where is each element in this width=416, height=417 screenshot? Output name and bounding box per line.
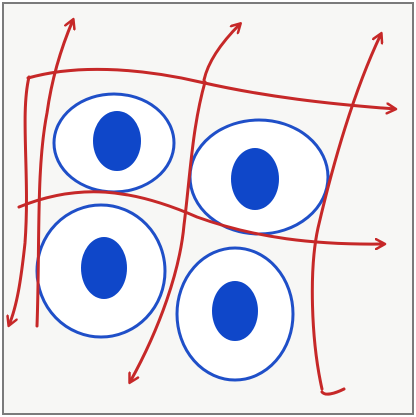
cell-nucleus [93,111,141,171]
cell-top-right [190,120,328,234]
cell-bottom-right [177,248,293,380]
cell-nucleus [212,281,258,341]
cell-top-left [54,94,174,192]
cell-bottom-left [37,205,165,337]
cell-nucleus [81,237,127,299]
cell-nucleus [231,148,279,210]
